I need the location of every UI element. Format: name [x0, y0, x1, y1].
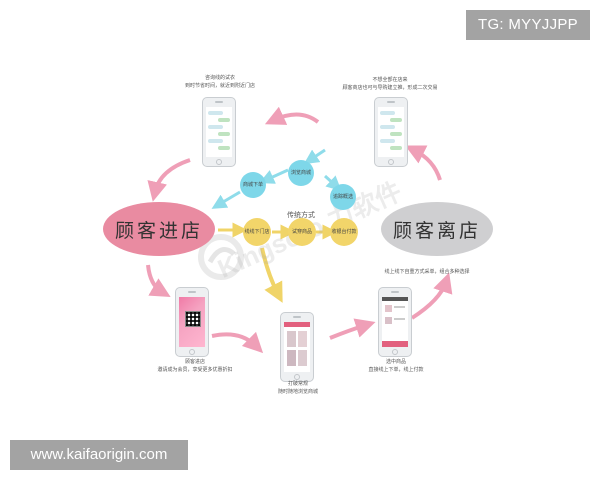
watermark-logo [198, 234, 244, 280]
arrow-blue-3 [303, 148, 326, 165]
customer-enter-oval: 顾客进店 [103, 202, 215, 256]
phone-top-left [202, 97, 236, 167]
center-label: 传统方式 [287, 212, 315, 219]
node-try-on: 试穿商品 [288, 218, 316, 246]
arrow-blue-1 [259, 168, 289, 184]
caption-right-side: 线上线下自重方式采单，组合多种选择 [384, 269, 470, 275]
phone-bottom-left [175, 287, 209, 357]
node-cashier-pay: 收银台付款 [330, 218, 358, 246]
arrow-center-to-bottomright [329, 318, 376, 340]
arrow-bottomleft-to-center [211, 331, 264, 354]
caption-top-left: 咨询线的试衣到时节省时间，就近到附近门店 [184, 75, 255, 89]
caption-bottom-center: 打破常规随时随地浏览商城 [277, 381, 318, 395]
phone-bottom-center [280, 312, 314, 382]
node-online-store: 线线下门店 [243, 218, 271, 246]
customer-leave-label: 顾客离店 [392, 220, 481, 242]
node-mall-order: 商城下单 [240, 172, 266, 198]
arrow-enter-to-bottomleft [146, 264, 171, 298]
customer-leave-oval: 顾客离店 [381, 202, 493, 256]
arrow-yellow-down [260, 247, 283, 303]
arrow-topright-to-topleft [264, 106, 320, 125]
caption-bottom-right: 选中商品直接线上下单，线上付款 [368, 359, 424, 373]
arrow-blue-4 [323, 174, 342, 192]
site-badge: www.kaifaorigin.com [10, 440, 188, 470]
phone-bottom-right [378, 287, 412, 357]
caption-top-right: 不想全部在店来顾客商店也可与导购建立推，形成二次交易 [342, 77, 438, 91]
node-browse-mall: 浏览商城 [288, 160, 314, 186]
arrow-leave-to-topright [405, 145, 442, 181]
tg-badge: TG: MYYJJPP [466, 10, 590, 40]
arrow-topleft-to-enter [147, 158, 191, 202]
phone-top-right [374, 97, 408, 167]
customer-enter-label: 顾客进店 [114, 220, 203, 242]
arrow-blue-2 [211, 190, 241, 209]
caption-bottom-left: 顾客进店邀请成为会员，享受更多优惠折扣 [157, 359, 233, 373]
node-track-browse: 追踪概选 [330, 184, 356, 210]
arrow-bottomright-to-leave [410, 272, 453, 320]
